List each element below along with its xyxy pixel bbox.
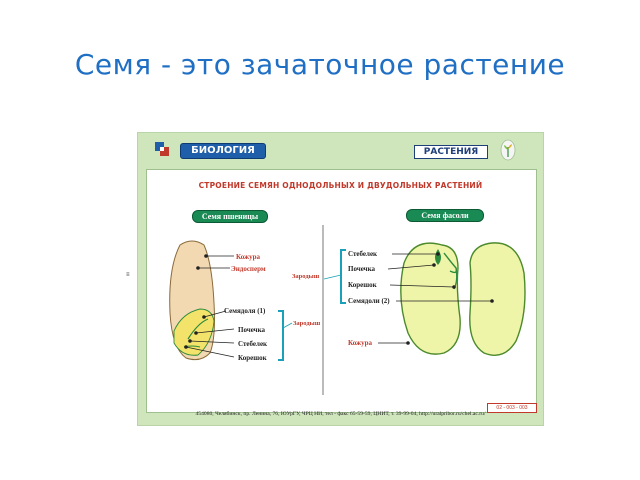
- bean-seed-title: Семя фасоли: [406, 209, 484, 222]
- poster-code: 02 - 003 - 003: [487, 403, 537, 413]
- bean-label-bud: Почечка: [348, 265, 376, 273]
- wheat-label-bud: Почечка: [238, 326, 266, 334]
- bean-embryo-bud: [435, 249, 441, 265]
- wheat-label-coat: Кожура: [236, 253, 261, 261]
- bean-label-root: Корешок: [348, 281, 378, 289]
- wheat-embryo-bracket: [278, 310, 284, 361]
- wheat-label-endosperm: Эндосперм: [231, 265, 266, 273]
- wheat-label-cotyledon: Семядоля (1): [224, 307, 266, 315]
- plant-icon: [500, 139, 516, 161]
- wheat-embryo-bud: [187, 318, 209, 340]
- bean-label-stem: Стебелек: [348, 250, 378, 258]
- section-label: РАСТЕНИЯ: [414, 145, 488, 159]
- wheat-label-root: Корешок: [238, 354, 268, 362]
- bean-label-cotyledons: Семядоли (2): [348, 297, 390, 305]
- wheat-embryo-bracket-pointer: [282, 322, 293, 329]
- seed-diagram: Кожура Эндосперм Семядоля (1) Почечка Ст…: [169, 225, 526, 395]
- embryo-label-top: Зародыш: [292, 273, 320, 280]
- bean-seed-left: [400, 242, 461, 355]
- bean-seed-right: [469, 242, 526, 356]
- wheat-label-stem: Стебелек: [238, 340, 268, 348]
- side-mark: ≡: [126, 272, 130, 278]
- bean-embryo-bracket: [340, 249, 346, 304]
- poster-footer: 454080, Челябинск, пр. Ленина, 76, ЮУрГУ…: [195, 411, 486, 417]
- subject-badge: БИОЛОГИЯ: [180, 143, 266, 159]
- bean-embryo-bracket-pointer: [323, 274, 342, 280]
- poster-heading: СТРОЕНИЕ СЕМЯН ОДНОДОЛЬНЫХ И ДВУДОЛЬНЫХ …: [198, 181, 483, 190]
- bean-label-coat: Кожура: [348, 339, 373, 347]
- wheat-seed-title: Семя пшеницы: [192, 210, 268, 223]
- wheat-pointers: [184, 254, 235, 358]
- poster: БИОЛОГИЯ РАСТЕНИЯ СТРОЕНИЕ СЕМЯН ОДНОДОЛ…: [137, 132, 544, 426]
- embryo-label-bottom: Зародыш: [293, 320, 321, 327]
- slide-title: Семя - это зачаточное растение: [74, 48, 566, 81]
- bean-pointers: [378, 252, 494, 345]
- logo-icon: [155, 142, 169, 156]
